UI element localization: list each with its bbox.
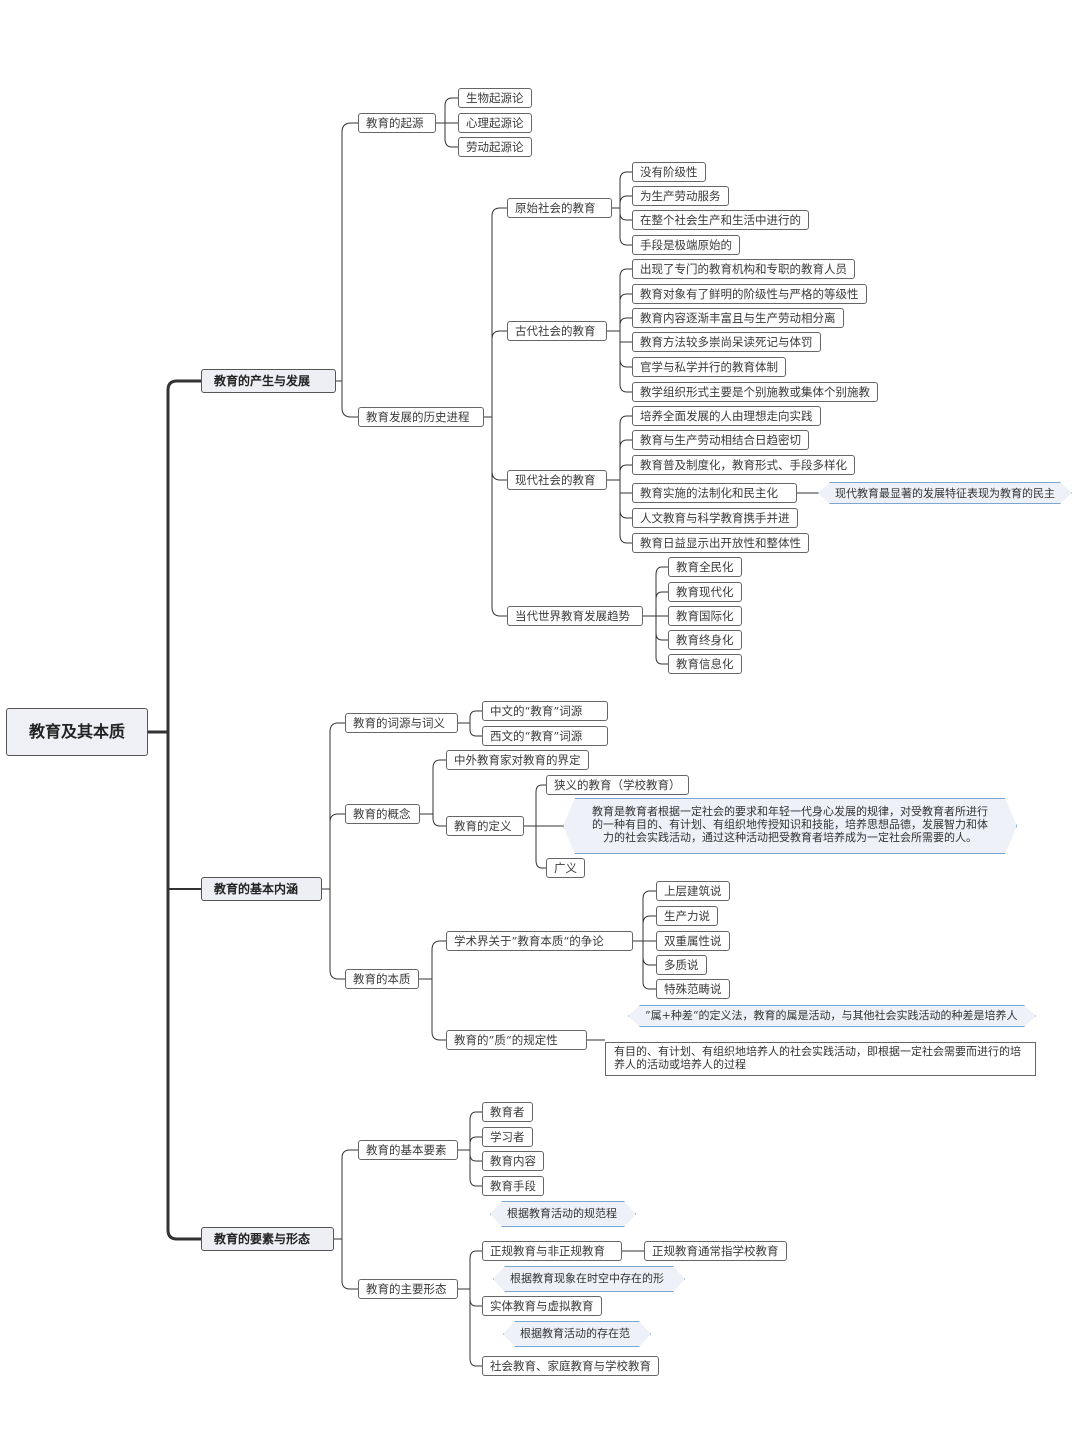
formal-education-note[interactable]: 正规教育通常指学校教育 [644,1241,787,1261]
modern-education[interactable]: 现代社会的教育 [507,470,607,490]
ancient-item[interactable]: 教学组织形式主要是个别施教或集体个别施教 [632,382,878,402]
physical-virtual-education[interactable]: 实体教育与虚拟教育 [482,1296,602,1316]
element-item[interactable]: 教育内容 [482,1151,544,1171]
trend-item[interactable]: 教育现代化 [668,582,742,602]
origin-item[interactable]: 生物起源论 [458,88,532,108]
trend-item[interactable]: 教育信息化 [668,654,742,674]
modern-item[interactable]: 教育与生产劳动相结合日趋密切 [632,430,809,450]
ancient-item[interactable]: 教育对象有了鲜明的阶级性与严格的等级性 [632,284,867,304]
narrow-education[interactable]: 狭义的教育（学校教育） [546,775,689,795]
ancient-item[interactable]: 出现了专门的教育机构和专职的教育人员 [632,259,855,279]
genus-differentia-callout: ”属+种差“的定义法，教育的属是活动，与其他社会实践活动的种差是培养人 [628,1005,1036,1027]
branch-origin-development[interactable]: 教育的产生与发展 [201,369,336,393]
history-topic[interactable]: 教育发展的历史进程 [358,407,484,427]
essence-topic[interactable]: 教育的本质 [345,969,419,989]
primitive-item[interactable]: 手段是极端原始的 [632,235,740,255]
origin-topic[interactable]: 教育的起源 [358,113,436,133]
ancient-item[interactable]: 官学与私学并行的教育体制 [632,357,786,377]
formal-informal-education[interactable]: 正规教育与非正规教育 [482,1241,622,1261]
essence-debate[interactable]: 学术界关于”教育本质“的争论 [446,931,633,951]
modern-item[interactable]: 教育日益显示出开放性和整体性 [632,533,809,553]
modern-democratization-callout: 现代教育最显著的发展特征表现为教育的民主化 [818,482,1072,504]
etymology-topic[interactable]: 教育的词源与词义 [345,713,458,733]
definition-topic[interactable]: 教育的定义 [446,816,524,836]
primitive-item[interactable]: 为生产劳动服务 [632,186,729,206]
debate-item[interactable]: 上层建筑说 [656,881,730,901]
element-item[interactable]: 教育手段 [482,1176,544,1196]
narrow-definition-callout: 教育是教育者根据一定社会的要求和年轻一代身心发展的规律，对受教育者所进行的一种有… [563,798,1017,854]
modern-item[interactable]: 教育普及制度化，教育形式、手段多样化 [632,455,855,475]
social-family-school-education[interactable]: 社会教育、家庭教育与学校教育 [482,1356,659,1376]
etymology-item[interactable]: 中文的“教育”词源 [482,701,608,721]
concept-topic[interactable]: 教育的概念 [345,804,420,824]
modern-item[interactable]: 培养全面发展的人由理想走向实践 [632,406,821,426]
primitive-education[interactable]: 原始社会的教育 [507,198,612,218]
elements-topic[interactable]: 教育的基本要素 [358,1140,458,1160]
spacetime-basis-callout: 根据教育现象在时空中存在的形态 [493,1266,685,1292]
world-education-trends[interactable]: 当代世界教育发展趋势 [507,606,643,626]
origin-item[interactable]: 心理起源论 [458,113,532,133]
scope-basis-callout: 根据教育活动的存在范围 [503,1321,651,1347]
ancient-item[interactable]: 教育方法较多崇尚呆读死记与体罚 [632,332,821,352]
educators-definitions[interactable]: 中外教育家对教育的界定 [446,750,589,770]
etymology-item[interactable]: 西文的“教育”词源 [482,726,608,746]
ancient-item[interactable]: 教育内容逐渐丰富且与生产劳动相分离 [632,308,844,328]
primitive-item[interactable]: 没有阶级性 [632,162,706,182]
broad-education[interactable]: 广义 [546,858,585,878]
origin-item[interactable]: 劳动起源论 [458,137,532,157]
quality-determination[interactable]: 教育的”质“的规定性 [446,1030,587,1050]
branch-basic-connotation[interactable]: 教育的基本内涵 [201,877,322,901]
element-item[interactable]: 学习者 [482,1127,533,1147]
root-topic[interactable]: 教育及其本质 [6,708,148,756]
modern-item[interactable]: 教育实施的法制化和民主化 [632,483,797,503]
debate-item[interactable]: 生产力说 [656,906,718,926]
formality-basis-callout: 根据教育活动的规范程度 [490,1201,636,1227]
debate-item[interactable]: 多质说 [656,955,707,975]
debate-item[interactable]: 双重属性说 [656,931,730,951]
ancient-education[interactable]: 古代社会的教育 [507,321,607,341]
primitive-item[interactable]: 在整个社会生产和生活中进行的 [632,210,809,230]
modern-item[interactable]: 人文教育与科学教育携手并进 [632,508,798,528]
forms-topic[interactable]: 教育的主要形态 [358,1279,458,1299]
trend-item[interactable]: 教育全民化 [668,557,742,577]
trend-item[interactable]: 教育国际化 [668,606,742,626]
quality-definition-note: 有目的、有计划、有组织地培养人的社会实践活动，即根据一定社会需要而进行的培养人的… [605,1042,1036,1076]
branch-elements-forms[interactable]: 教育的要素与形态 [201,1227,334,1251]
debate-item[interactable]: 特殊范畴说 [656,979,730,999]
trend-item[interactable]: 教育终身化 [668,630,742,650]
element-item[interactable]: 教育者 [482,1102,533,1122]
